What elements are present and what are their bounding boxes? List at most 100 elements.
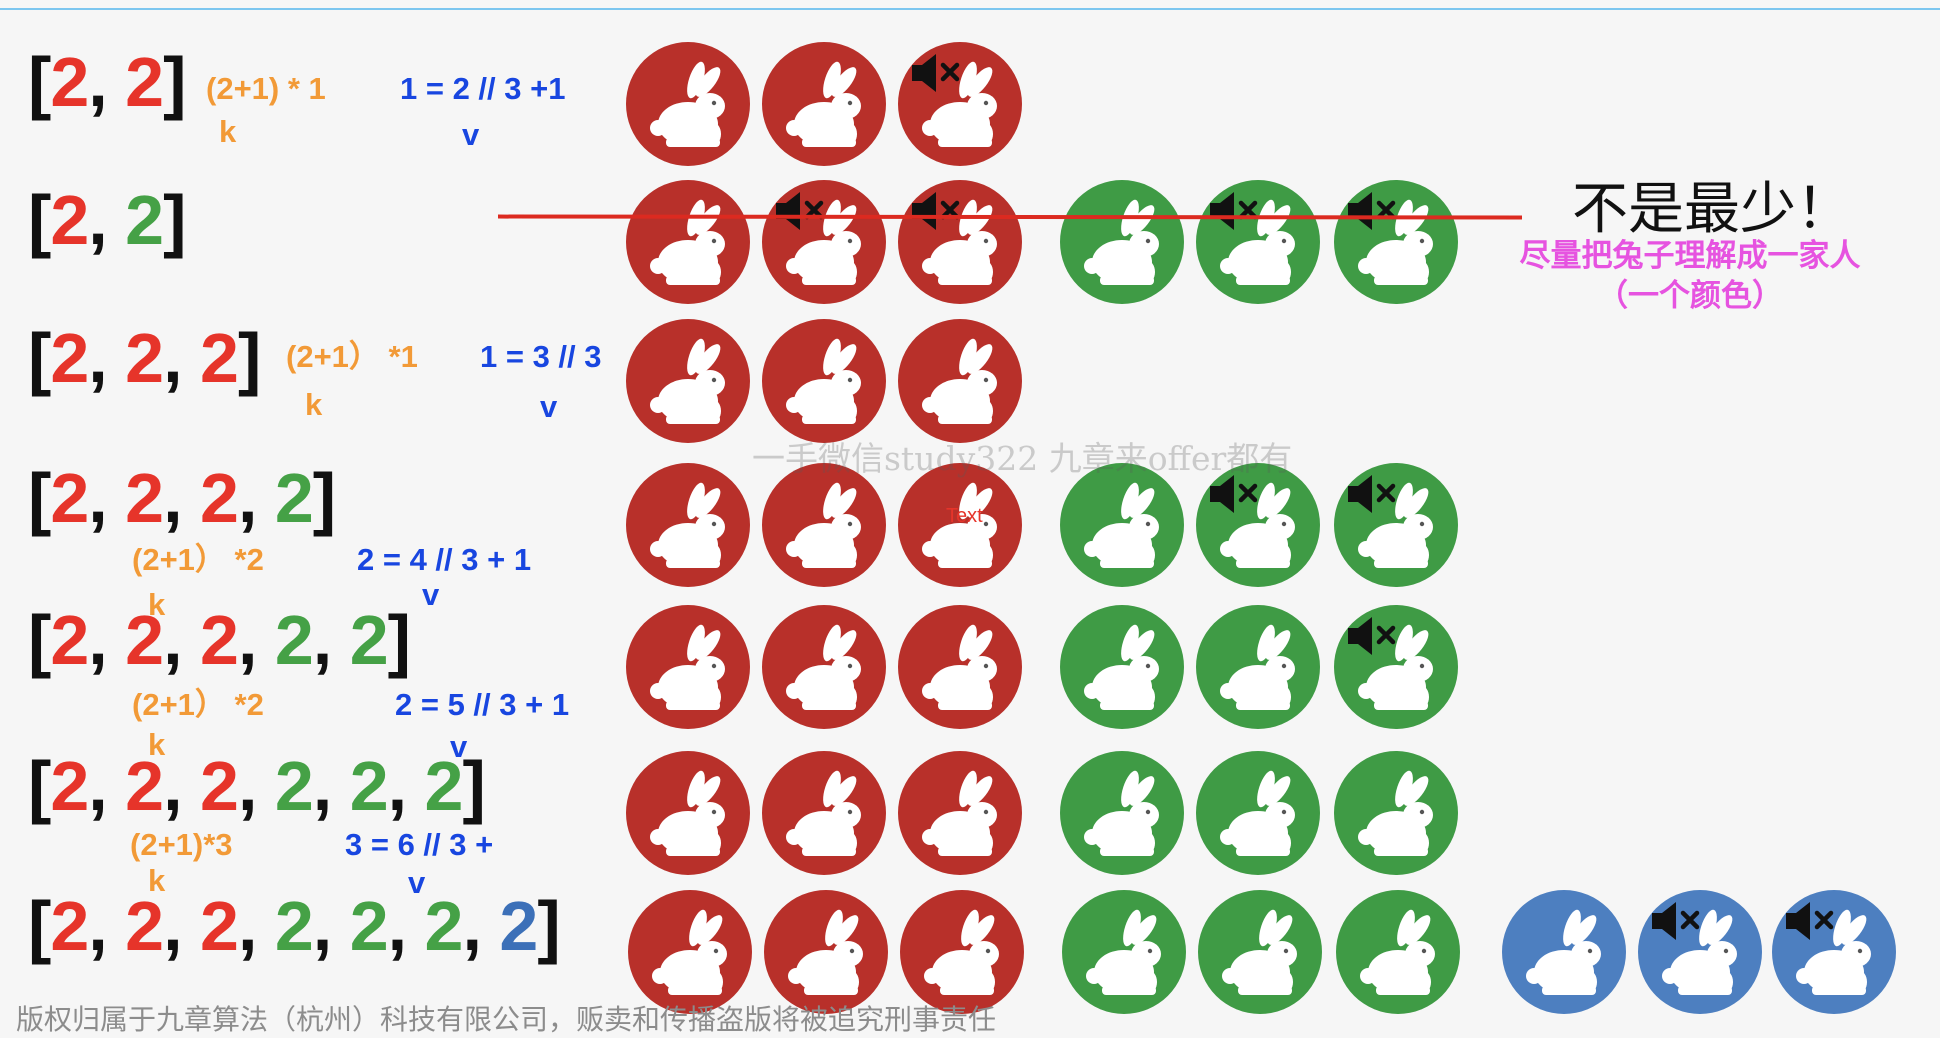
rabbit-silhouette-icon xyxy=(922,338,997,424)
separator: , xyxy=(88,43,126,121)
answer-number: 2 xyxy=(200,747,239,825)
rabbit-green xyxy=(1196,605,1320,729)
speaker-muted-icon xyxy=(1348,617,1396,655)
rabbit-silhouette-icon xyxy=(650,199,725,285)
rabbit-silhouette-icon xyxy=(922,61,997,147)
rabbit-green xyxy=(1196,463,1320,587)
rabbit-silhouette-icon xyxy=(788,909,863,995)
answer-number: 2 xyxy=(274,459,314,537)
answer-number: 2 xyxy=(50,319,89,397)
speaker-muted-icon xyxy=(1652,902,1700,940)
number-array: [2, 2] xyxy=(28,42,186,122)
close-bracket: ] xyxy=(163,181,186,259)
rabbit-silhouette-icon xyxy=(786,199,861,285)
rabbit-red xyxy=(900,890,1024,1014)
separator: , xyxy=(88,887,126,965)
rabbit-green xyxy=(1334,180,1458,304)
rabbit-silhouette-icon xyxy=(922,624,997,710)
variable-label: k xyxy=(219,114,237,149)
rabbit-silhouette-icon xyxy=(1084,482,1159,568)
separator: , xyxy=(237,747,275,825)
close-bracket: ] xyxy=(312,459,336,537)
rabbit-silhouette-icon xyxy=(650,482,725,568)
formula-annotation: 2 = 5 // 3 + 1 xyxy=(395,687,570,722)
variable-label: v xyxy=(408,865,426,900)
rabbit-red xyxy=(626,463,750,587)
answer-number: 2 xyxy=(50,43,89,121)
open-bracket: [ xyxy=(28,43,51,121)
rabbit-silhouette-icon xyxy=(1360,909,1435,995)
rabbit-silhouette-icon xyxy=(1220,482,1295,568)
rabbit-blue xyxy=(1772,890,1896,1014)
answer-number: 2 xyxy=(349,747,389,825)
rabbit-silhouette-icon xyxy=(650,61,725,147)
separator: , xyxy=(88,459,126,537)
separator: , xyxy=(163,319,200,397)
rabbit-red xyxy=(764,890,888,1014)
rabbit-red xyxy=(762,605,886,729)
variable-label: v xyxy=(422,577,440,612)
rabbit-blue xyxy=(1638,890,1762,1014)
answer-number: 2 xyxy=(125,601,164,679)
answer-number: 2 xyxy=(50,747,89,825)
answer-number: 2 xyxy=(125,459,164,537)
headline: 不是最少！ xyxy=(1572,177,1852,242)
formula-annotation: 2 = 4 // 3 + 1 xyxy=(357,542,532,577)
number-array: [2, 2, 2, 2, 2] xyxy=(28,600,411,680)
rabbit-silhouette-icon xyxy=(1222,909,1297,995)
separator: , xyxy=(462,887,500,965)
variable-label: k xyxy=(148,587,166,622)
rabbit-red xyxy=(626,42,750,166)
answer-number: 2 xyxy=(125,887,164,965)
rabbit-green xyxy=(1196,180,1320,304)
speaker-muted-icon xyxy=(1348,475,1396,513)
close-bracket: ] xyxy=(163,43,186,121)
answer-number: 2 xyxy=(200,601,239,679)
open-bracket: [ xyxy=(28,887,51,965)
rabbit-red xyxy=(898,180,1022,304)
rabbit-red xyxy=(762,42,886,166)
answer-number: 2 xyxy=(274,601,314,679)
answer-number: 2 xyxy=(349,887,389,965)
answer-number: 2 xyxy=(125,319,164,397)
close-bracket: ] xyxy=(387,601,411,679)
rabbit-red xyxy=(626,605,750,729)
answer-number: 2 xyxy=(424,747,464,825)
rabbit-silhouette-icon xyxy=(786,482,861,568)
number-array: [2, 2] xyxy=(28,180,186,260)
separator: , xyxy=(88,747,126,825)
formula-annotation: 3 = 6 // 3 + xyxy=(345,827,494,862)
number-array: [2, 2, 2] xyxy=(28,318,261,398)
rabbit-red xyxy=(626,319,750,443)
rabbit-silhouette-icon xyxy=(1358,199,1433,285)
separator: , xyxy=(163,887,200,965)
separator: , xyxy=(163,601,200,679)
rabbit-silhouette-icon xyxy=(1526,909,1601,995)
separator: , xyxy=(312,887,350,965)
answer-number: 2 xyxy=(200,887,239,965)
number-array: [2, 2, 2, 2] xyxy=(28,458,336,538)
rabbit-green xyxy=(1060,463,1184,587)
open-bracket: [ xyxy=(28,747,51,825)
number-array: [2, 2, 2, 2, 2, 2, 2] xyxy=(28,886,561,966)
rabbit-silhouette-icon xyxy=(1220,770,1295,856)
rabbit-green xyxy=(1334,751,1458,875)
rabbit-silhouette-icon xyxy=(650,338,725,424)
formula-annotation: (2+1） *1 xyxy=(286,339,418,374)
answer-number: 2 xyxy=(125,747,164,825)
variable-label: v xyxy=(450,729,468,764)
rabbit-green xyxy=(1062,890,1186,1014)
variable-label: k xyxy=(148,727,166,762)
rabbit-silhouette-icon xyxy=(1220,624,1295,710)
rabbit-red xyxy=(626,751,750,875)
separator: , xyxy=(88,181,126,259)
text-placeholder-label: Text xyxy=(946,505,983,527)
watermark: 一手微信study322 九章来offer都有 xyxy=(752,439,1293,478)
rabbit-silhouette-icon xyxy=(650,624,725,710)
rabbit-green xyxy=(1198,890,1322,1014)
close-bracket: ] xyxy=(237,319,261,397)
family-note-line1: 尽量把兔子理解成一家人 xyxy=(1519,238,1861,274)
separator: , xyxy=(387,747,425,825)
rabbit-green xyxy=(1336,890,1460,1014)
